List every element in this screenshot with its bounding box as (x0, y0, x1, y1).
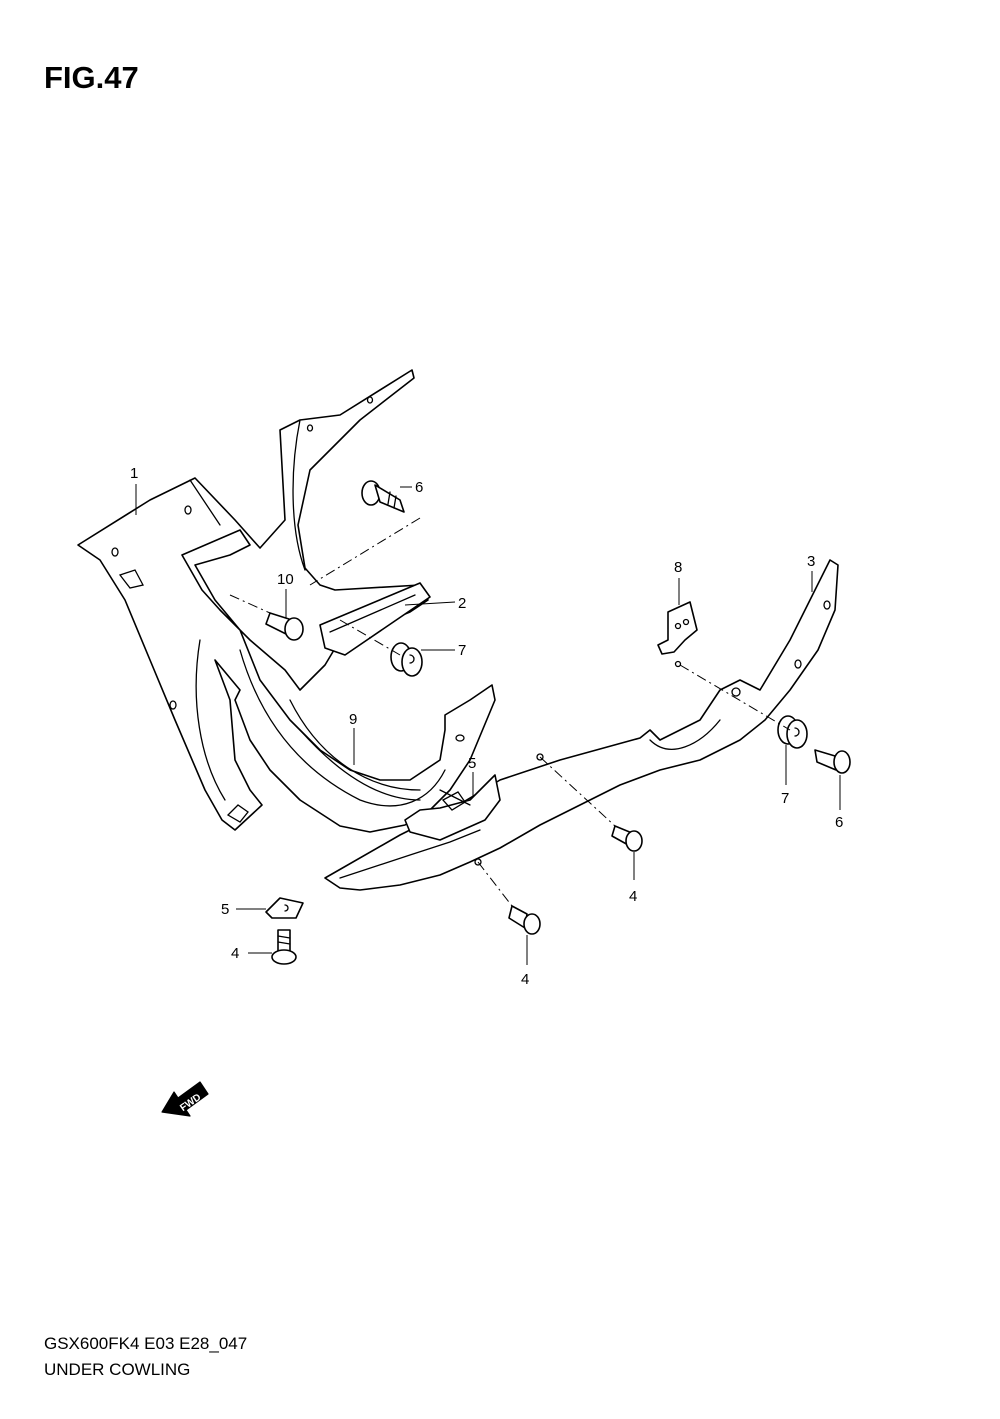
callout-10: 10 (277, 571, 294, 588)
part-7-grommet-upper[interactable] (390, 642, 423, 677)
part-7-grommet-right[interactable] (777, 715, 808, 749)
part-2-bracket[interactable] (319, 582, 431, 656)
part-4-screw-mid[interactable] (611, 825, 643, 852)
callout-2: 2 (458, 595, 466, 612)
callout-6-upper: 6 (415, 479, 423, 496)
part-4-screw-standalone[interactable] (271, 929, 297, 965)
section-name: UNDER COWLING (44, 1360, 191, 1379)
callout-6-right: 6 (835, 814, 843, 831)
callout-4-mid: 4 (629, 888, 637, 905)
part-9-inner-cowling[interactable] (289, 699, 421, 801)
callout-7-upper: 7 (458, 642, 466, 659)
callout-4-standalone: 4 (231, 945, 239, 962)
part-3-right-under-cowling[interactable] (324, 559, 839, 891)
forward-arrow-icon: FWD (161, 1081, 209, 1117)
part-10-screw[interactable] (265, 612, 304, 641)
part-6-screw-right[interactable] (814, 749, 851, 774)
part-6-screw-upper[interactable] (361, 480, 405, 513)
part-4-screw-lower[interactable] (508, 905, 541, 935)
callout-7-right: 7 (781, 790, 789, 807)
callout-9: 9 (349, 711, 357, 728)
part-5-nut-standalone[interactable] (265, 897, 304, 919)
figure-title: FIG.47 (44, 60, 139, 95)
leader-lines (135, 484, 841, 965)
callout-labels: 1 6 10 2 7 9 5 8 3 7 6 4 5 4 4 (130, 465, 843, 988)
callout-4-lower: 4 (521, 971, 529, 988)
model-code: GSX600FK4 E03 E28_047 (44, 1334, 248, 1353)
callout-1: 1 (130, 465, 138, 482)
part-8-bracket[interactable] (657, 601, 698, 668)
callout-3: 3 (807, 553, 815, 570)
callout-5-upper: 5 (468, 755, 476, 772)
assembly-lines (229, 517, 791, 907)
callout-8: 8 (674, 559, 682, 576)
callout-5-standalone: 5 (221, 901, 229, 918)
